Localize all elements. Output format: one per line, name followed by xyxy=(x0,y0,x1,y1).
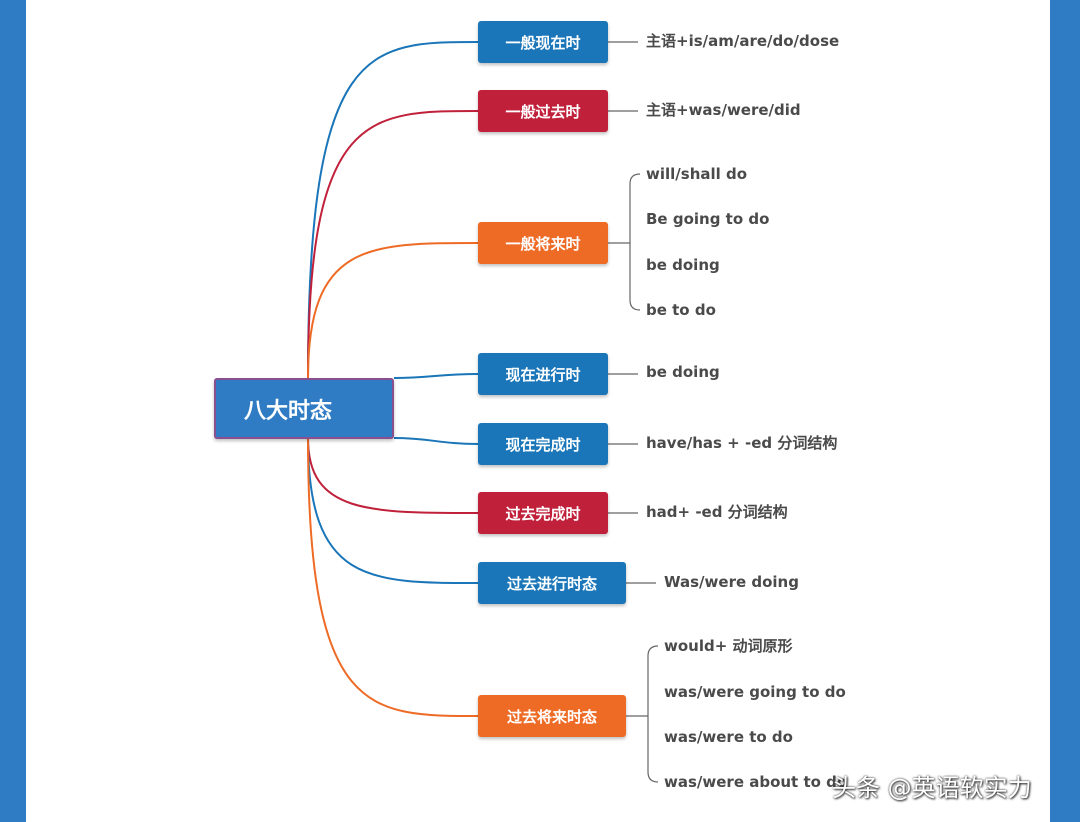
tense-usage-text: was/were to do xyxy=(664,728,793,746)
branch-line xyxy=(307,437,479,514)
tense-node: 现在完成时 xyxy=(478,423,608,465)
branch-line xyxy=(307,41,479,379)
tense-usage-text: 主语+was/were/did xyxy=(646,101,801,119)
watermark: 头条 @英语软实力 xyxy=(832,774,1032,802)
branch-line xyxy=(307,110,479,379)
canvas-panel xyxy=(26,0,1050,822)
tense-usage-text: be doing xyxy=(646,256,720,274)
tense-node: 过去将来时态 xyxy=(478,695,626,737)
tense-usage-text: Be going to do xyxy=(646,210,770,228)
branch-line xyxy=(393,373,479,379)
tense-usage-text: had+ -ed 分词结构 xyxy=(646,503,788,521)
leaf-bracket xyxy=(647,645,659,783)
root-node-eight-tenses: 八大时态 xyxy=(214,378,394,439)
tense-node: 一般过去时 xyxy=(478,90,608,132)
branch-line xyxy=(393,437,479,445)
tense-usage-text: Was/were doing xyxy=(664,573,799,591)
tense-node: 过去进行时态 xyxy=(478,562,626,604)
tense-label: 一般现在时 xyxy=(505,33,581,52)
branch-line xyxy=(307,437,479,717)
tense-usage-text: have/has + -ed 分词结构 xyxy=(646,434,838,452)
tense-usage-text: would+ 动词原形 xyxy=(664,637,793,655)
tense-usage-text: was/were going to do xyxy=(664,683,846,701)
tense-node: 现在进行时 xyxy=(478,353,608,395)
tense-label: 现在完成时 xyxy=(505,435,581,454)
tense-node: 一般现在时 xyxy=(478,21,608,63)
tense-node: 一般将来时 xyxy=(478,222,608,264)
tense-label: 过去完成时 xyxy=(505,504,581,523)
root-label: 八大时态 xyxy=(244,398,333,424)
tense-label: 现在进行时 xyxy=(505,365,581,384)
branch-line xyxy=(307,242,479,379)
tense-usage-text: be doing xyxy=(646,363,720,381)
tense-usage-text: will/shall do xyxy=(646,165,748,183)
tense-usage-text: was/were about to do xyxy=(664,773,848,791)
tense-usage-text: 主语+is/am/are/do/dose xyxy=(646,32,840,50)
tense-label: 过去将来时态 xyxy=(506,707,597,726)
tense-label: 过去进行时态 xyxy=(506,574,597,593)
tense-node: 过去完成时 xyxy=(478,492,608,534)
tense-usage-text: be to do xyxy=(646,301,716,319)
tense-label: 一般过去时 xyxy=(505,102,581,121)
branch-line xyxy=(307,437,479,584)
tense-label: 一般将来时 xyxy=(505,234,581,253)
leaf-bracket xyxy=(629,173,641,311)
